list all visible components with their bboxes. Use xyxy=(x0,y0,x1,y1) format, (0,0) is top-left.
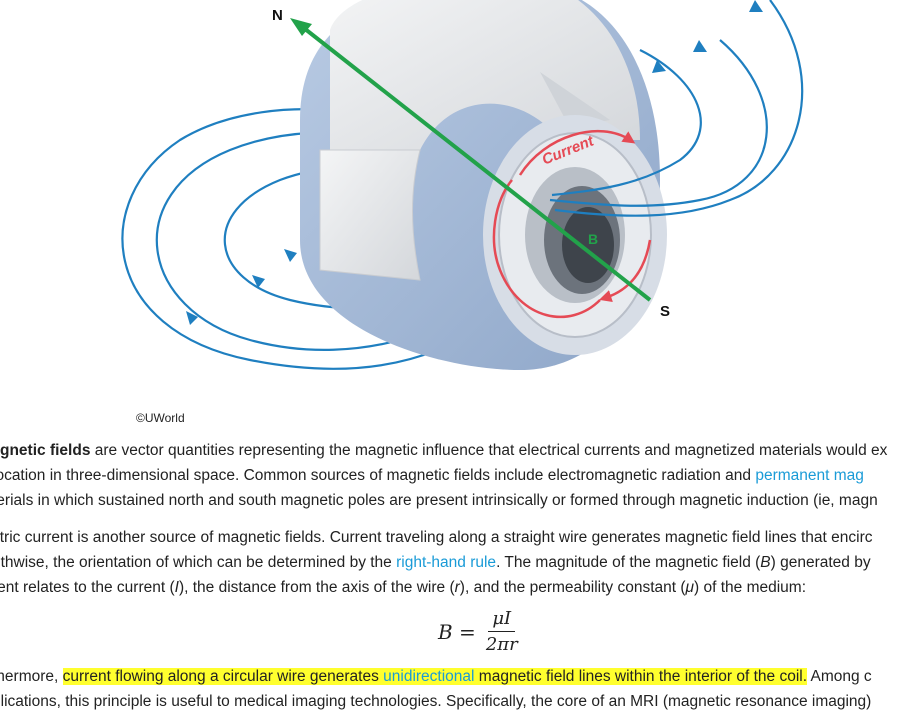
text: are vector quantities representing the m… xyxy=(90,442,888,459)
var-b: B xyxy=(760,554,771,571)
text: terials in which sustained north and sou… xyxy=(0,492,878,509)
formula-numerator: μI xyxy=(488,608,516,632)
text: thermore, xyxy=(0,668,59,685)
var-mu: μ xyxy=(685,579,695,596)
paragraph-magnetic-fields: gnetic fields are vector quantities repr… xyxy=(0,438,910,513)
text: magnetic field lines within the interior… xyxy=(474,668,808,685)
text: location in three-dimensional space. Com… xyxy=(0,467,756,484)
paragraph-circular-wire: thermore, current flowing along a circul… xyxy=(0,664,910,714)
text: rent relates to the current ( xyxy=(0,579,175,596)
highlight: current flowing along a circular wire ge… xyxy=(62,668,808,685)
text: gthwise, the orientation of which can be… xyxy=(0,554,397,571)
formula-lhs: B = xyxy=(438,619,476,644)
text: ), and the permeability constant ( xyxy=(459,579,686,596)
var-i: I xyxy=(174,579,179,596)
text: ctric current is another source of magne… xyxy=(0,529,873,546)
mri-magnet xyxy=(300,0,667,370)
link-unidirectional[interactable]: unidirectional xyxy=(383,668,475,685)
label-north: N xyxy=(272,7,283,24)
field-arrowheads xyxy=(186,0,763,325)
label-south: S xyxy=(660,303,670,320)
var-r: r xyxy=(454,579,460,596)
link-permanent-magnets[interactable]: permanent mag xyxy=(755,467,864,484)
field-line xyxy=(551,49,702,197)
current-arrow xyxy=(492,130,652,319)
field-line xyxy=(554,0,804,217)
text: . The magnitude of the magnetic field ( xyxy=(496,554,761,571)
text: ), the distance from the axis of the wir… xyxy=(178,579,455,596)
text: Among c xyxy=(807,668,872,685)
mri-magnetic-field-figure: N S B Current xyxy=(121,0,804,370)
text: ) of the medium: xyxy=(694,579,807,596)
formula-denominator: 2πr xyxy=(485,634,518,655)
field-line xyxy=(549,39,768,207)
label-field-b: B xyxy=(588,231,598,247)
term-magnetic-fields: gnetic fields xyxy=(0,442,91,459)
field-lines-bore xyxy=(549,0,804,217)
link-right-hand-rule[interactable]: right-hand rule xyxy=(396,554,497,571)
paragraph-electric-current: ctric current is another source of magne… xyxy=(0,525,910,600)
text: plications, this principle is useful to … xyxy=(0,693,872,710)
image-credit: ©UWorld xyxy=(136,411,185,425)
formula-magnetic-field: B = μI 2πr xyxy=(438,608,518,655)
text: current flowing along a circular wire ge… xyxy=(62,668,384,685)
magnetic-axis xyxy=(290,18,652,302)
text: ) generated by xyxy=(770,554,871,571)
formula-fraction: μI 2πr xyxy=(486,608,518,655)
